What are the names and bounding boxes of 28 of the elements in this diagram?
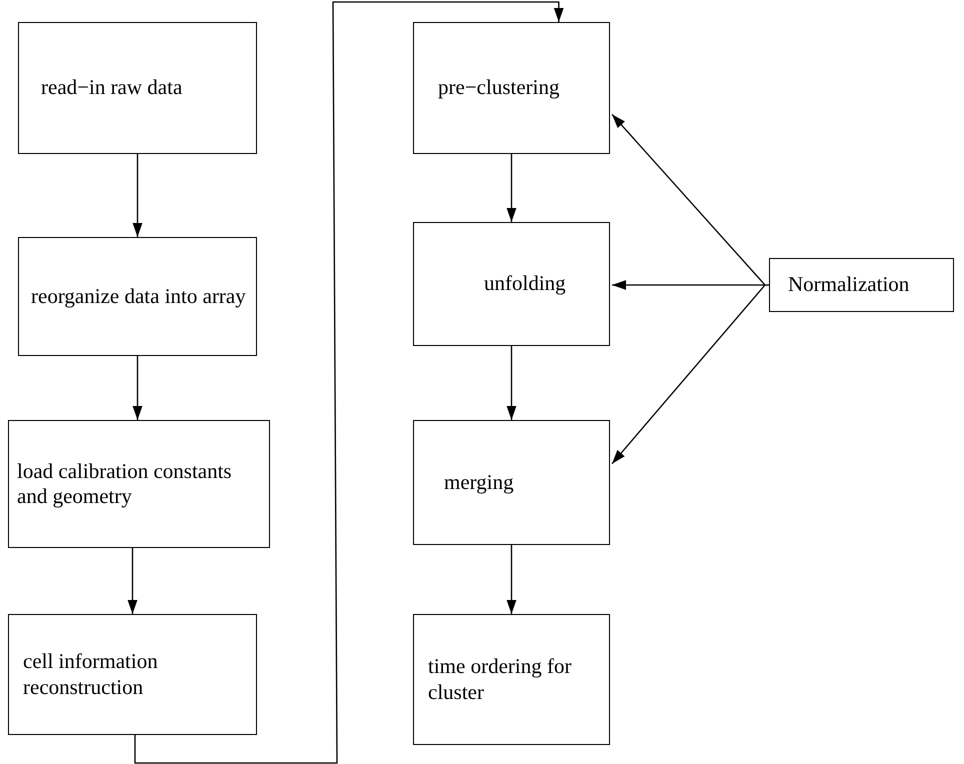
process-box xyxy=(413,420,610,545)
box-label: reorganize data into array xyxy=(31,284,246,310)
arrow xyxy=(506,545,516,614)
process-box xyxy=(8,614,257,735)
process-box xyxy=(18,22,257,154)
arrow xyxy=(132,154,142,237)
arrow xyxy=(506,346,516,420)
arrow xyxy=(506,154,516,222)
arrow xyxy=(612,114,766,286)
process-box xyxy=(769,258,954,312)
box-label: time ordering for cluster xyxy=(428,654,572,705)
process-box xyxy=(413,22,610,154)
box-label: Normalization xyxy=(788,272,910,298)
box-label: unfolding xyxy=(484,271,566,297)
arrow xyxy=(132,356,142,420)
arrow xyxy=(128,548,138,614)
arrow xyxy=(612,284,766,464)
box-label: read−in raw data xyxy=(41,75,182,101)
box-label: load calibration constants and geometry xyxy=(17,458,233,510)
box-label: cell information reconstruction xyxy=(23,649,159,700)
process-box xyxy=(8,420,270,548)
process-box xyxy=(413,222,610,346)
process-box xyxy=(413,614,610,745)
box-label: merging xyxy=(444,470,514,496)
box-label: pre−clustering xyxy=(438,75,560,101)
arrow xyxy=(134,1,564,764)
process-box xyxy=(18,237,257,356)
arrow xyxy=(612,280,769,290)
